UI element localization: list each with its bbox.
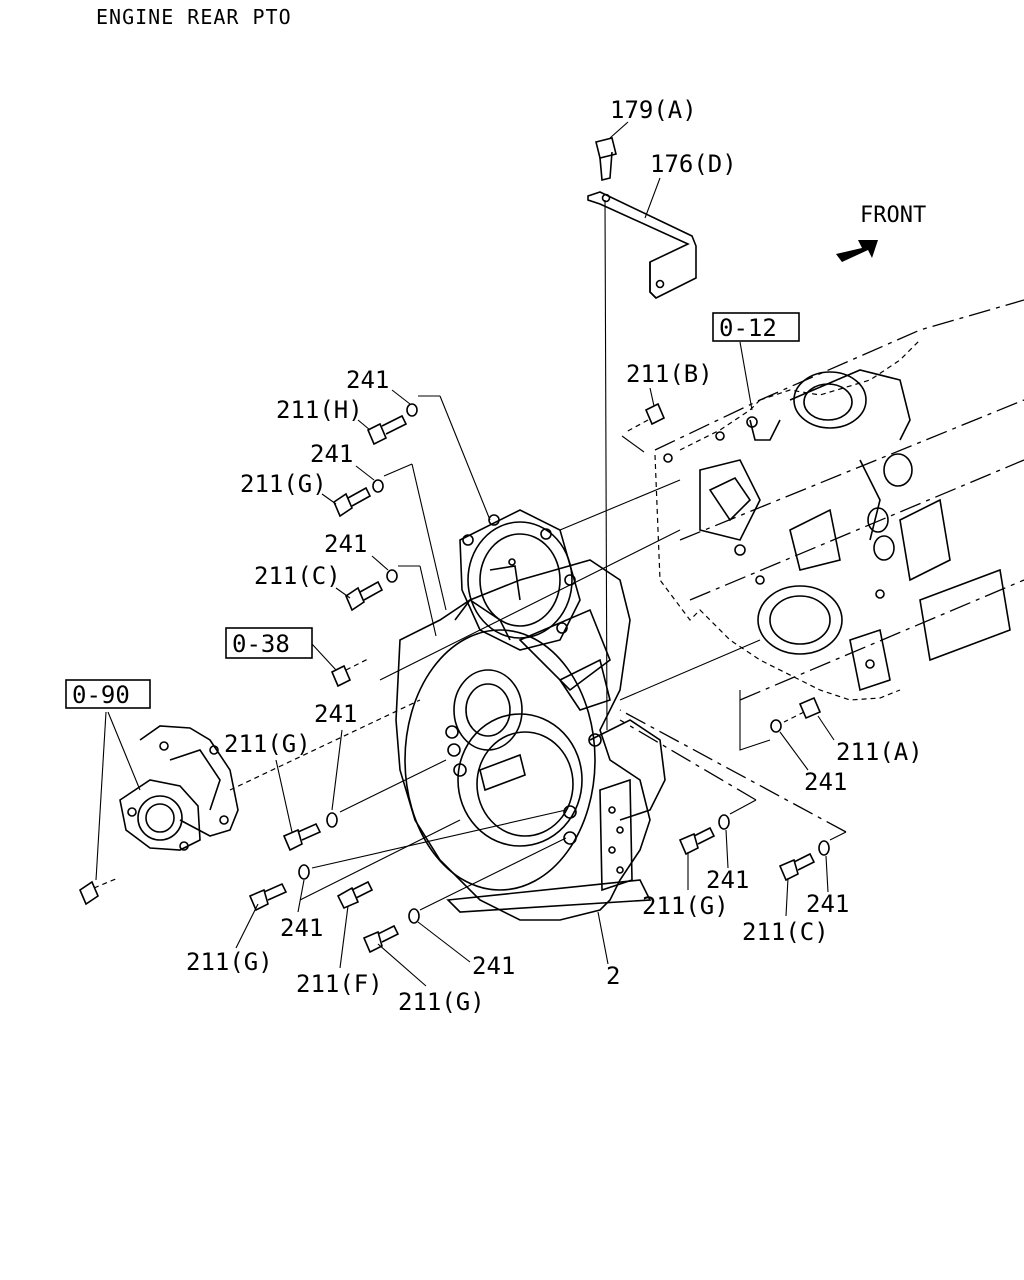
washer-241-5 [770, 719, 782, 733]
bolt-211b-drawing [625, 402, 666, 433]
label-241-5: 241 [804, 768, 847, 796]
label-211c-1: 211(C) [254, 562, 341, 590]
washer-241-2 [372, 479, 384, 493]
label-211b: 211(B) [626, 360, 713, 388]
bolt-211g-bottom-drawing [362, 924, 400, 954]
bracket-176d-drawing [587, 191, 697, 299]
label-211g-4: 211(G) [186, 948, 273, 976]
bolt-211g-upper-drawing [333, 486, 372, 518]
diagram-title: ENGINE REAR PTO [96, 5, 292, 29]
label-2: 2 [606, 962, 620, 990]
bolt-211c-lowerright-drawing [778, 852, 816, 882]
label-211g-3: 211(G) [642, 892, 729, 920]
engine-block-drawing [654, 299, 1024, 701]
bolt-0-38-drawing [330, 657, 371, 688]
label-241-1: 241 [346, 366, 389, 394]
label-211g-1: 211(G) [240, 470, 327, 498]
bolt-211h-drawing [366, 414, 408, 446]
ref-0-90: 0-90 [72, 681, 130, 709]
ref-0-12: 0-12 [719, 314, 777, 342]
ref-box-0-12 [712, 312, 800, 342]
washer-241-9 [408, 908, 420, 924]
bolt-211g-lowerleft-drawing [248, 882, 288, 912]
label-211c-2: 211(C) [742, 918, 829, 946]
rear-cover-drawing [459, 509, 581, 651]
label-211h: 211(H) [276, 396, 363, 424]
pto-bolt-drawing [79, 877, 119, 906]
label-241-6: 241 [706, 866, 749, 894]
front-label: FRONT [860, 203, 926, 228]
washer-241-3 [386, 569, 398, 583]
label-211f: 211(F) [296, 970, 383, 998]
ref-box-0-38 [225, 627, 313, 659]
washer-241-7 [298, 864, 310, 880]
label-176d: 176(D) [650, 150, 737, 178]
label-241-7: 241 [280, 914, 323, 942]
bolt-211g-lowerright-drawing [678, 826, 716, 856]
ref-box-0-90 [65, 679, 151, 709]
bolt-211f-drawing [336, 880, 374, 910]
label-211a: 211(A) [836, 738, 923, 766]
washer-241-4 [326, 812, 338, 828]
label-241-3: 241 [324, 530, 367, 558]
label-179a: 179(A) [610, 96, 697, 124]
bolt-211g-midleft-drawing [282, 822, 322, 852]
label-241-4: 241 [314, 700, 357, 728]
washer-241-1 [406, 403, 418, 417]
label-211g-2: 211(G) [224, 730, 311, 758]
washer-241-8 [818, 840, 830, 856]
label-241-9: 241 [472, 952, 515, 980]
bolt-211c-upper-drawing [345, 580, 384, 612]
front-arrow-icon [836, 240, 878, 262]
front-direction-indicator: FRONT [836, 203, 926, 262]
label-211g-5: 211(G) [398, 988, 485, 1016]
washer-241-6 [718, 814, 730, 830]
pto-unit-drawing [119, 725, 239, 851]
label-241-8: 241 [806, 890, 849, 918]
flywheel-housing-drawing [395, 559, 666, 921]
bolt-211a-drawing [783, 696, 822, 723]
ref-0-38: 0-38 [232, 630, 290, 658]
bolt-179a-drawing [595, 137, 617, 182]
label-241-2: 241 [310, 440, 353, 468]
